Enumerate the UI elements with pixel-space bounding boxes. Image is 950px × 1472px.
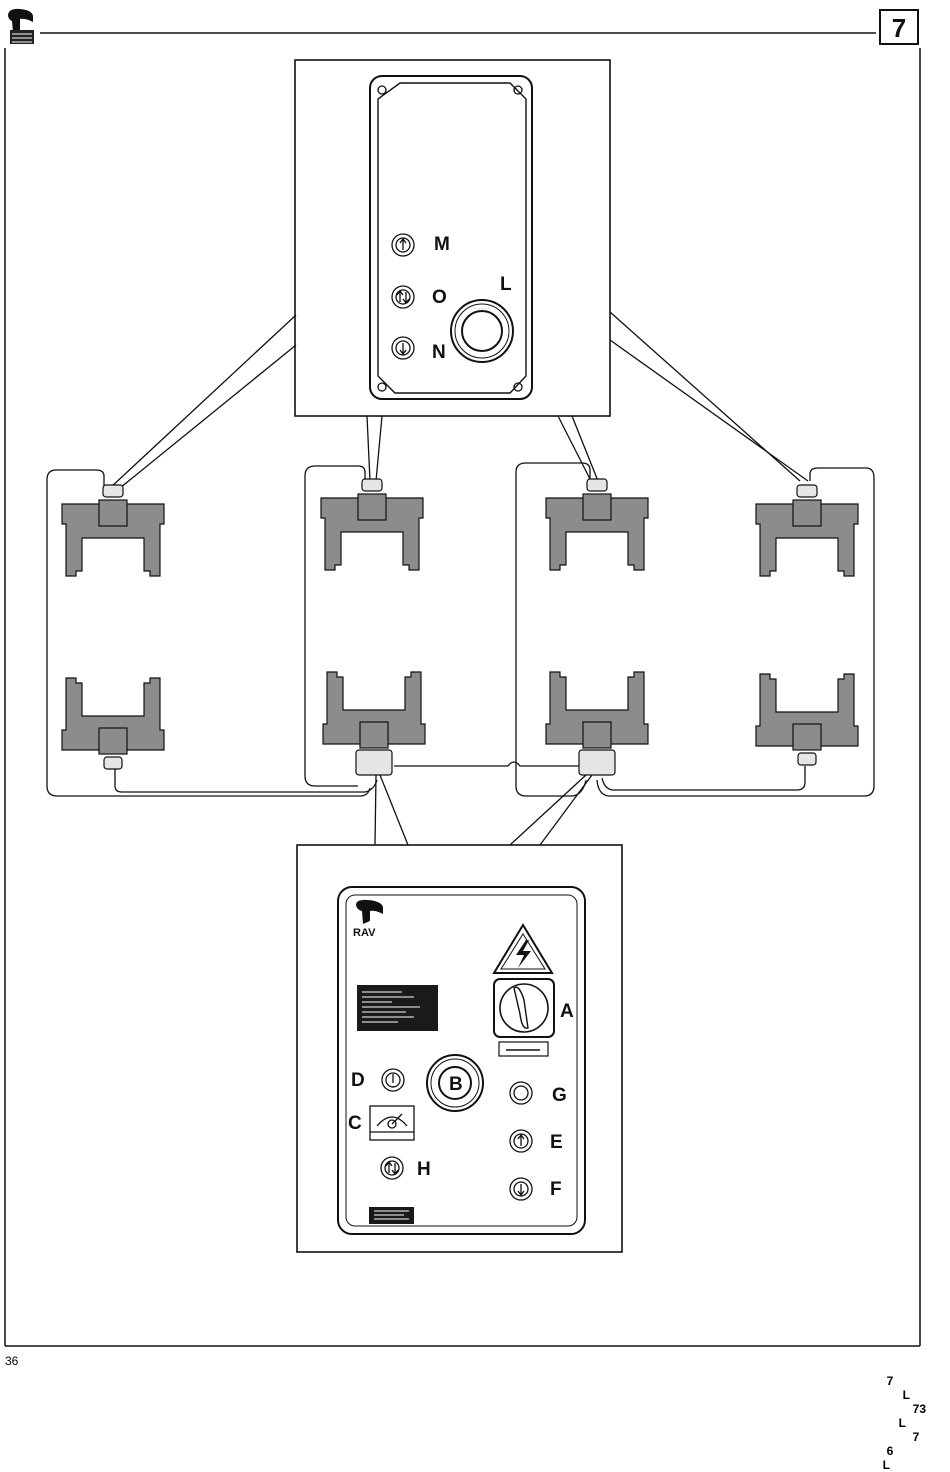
lift-column [546,479,648,570]
small-plate [369,1207,414,1224]
lift-column [323,672,425,775]
model-code: L [899,1416,906,1430]
label-f: F [550,1179,562,1200]
label-c: C [348,1113,362,1134]
brand-logo-icon [8,9,34,44]
label-a: A [560,1001,574,1022]
svg-text:· · · · ·: · · · · · [475,306,489,312]
label-h: H [417,1159,431,1180]
leader-lines [375,775,592,845]
top-panel-callout: · · · · · M O N L [110,60,808,488]
logo-text: RAV [353,927,376,939]
cable-loops [47,463,874,796]
model-code: L [903,1388,910,1402]
model-code: 6 [887,1444,894,1458]
page-number: 7 [892,13,906,43]
label-e: E [550,1132,563,1153]
lift-column [62,678,164,769]
page-reference: 36 [5,1354,18,1368]
lift-columns [62,479,858,775]
label-b: B [449,1074,463,1095]
model-code: 73 [913,1402,926,1416]
model-code: 7 [913,1430,920,1444]
data-plate [357,985,438,1031]
lift-column [62,485,164,576]
lift-column [756,485,858,576]
lift-column [546,672,648,775]
page-number-box: 7 [880,10,918,44]
wiring-diagram: 7 [0,0,950,1379]
label-m: M [434,234,450,255]
label-d: D [351,1070,365,1091]
bottom-panel-callout: RAV [297,775,622,1252]
model-codes: 7 L 73 L 7 6 L [870,1360,926,1472]
label-l: L [500,274,512,295]
label-g: G [552,1085,567,1106]
model-code: 7 [887,1374,894,1388]
lift-column [321,479,423,570]
lift-column [756,674,858,765]
model-code: L [883,1458,890,1472]
label-o: O [432,287,447,308]
gauge-c [370,1106,414,1140]
label-n: N [432,342,446,363]
